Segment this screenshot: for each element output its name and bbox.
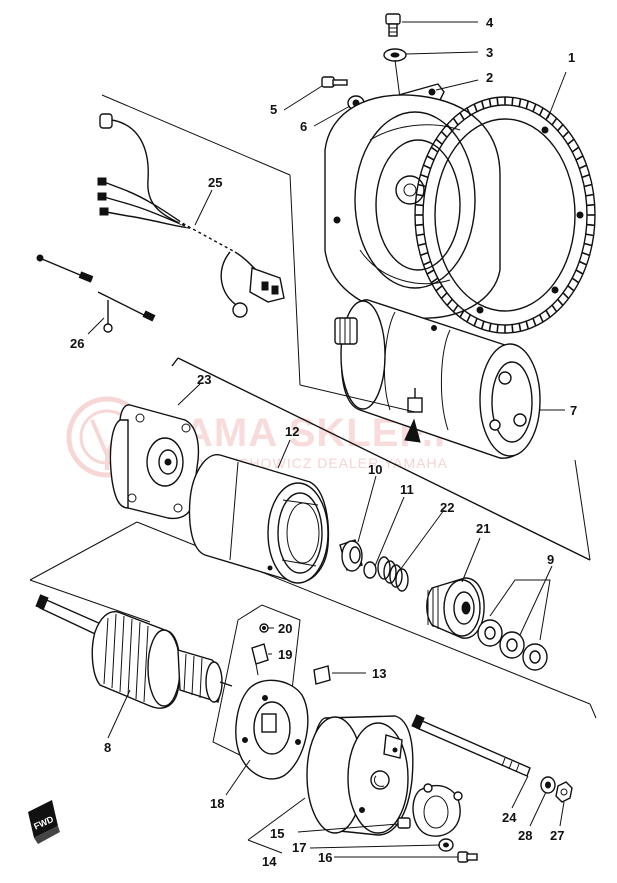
part-15-bolt[interactable] xyxy=(397,817,411,829)
leader-lines xyxy=(87,21,567,858)
callout-3[interactable]: 3 xyxy=(486,45,493,60)
part-14-end-cover-set[interactable] xyxy=(247,715,463,854)
callout-14[interactable]: 14 xyxy=(262,854,277,869)
callout-2[interactable]: 2 xyxy=(486,70,493,85)
callout-1[interactable]: 1 xyxy=(568,50,575,65)
callout-11[interactable]: 11 xyxy=(400,482,414,497)
part-12-yoke[interactable] xyxy=(188,454,330,584)
callout-7[interactable]: 7 xyxy=(570,403,577,418)
part-17-washer[interactable] xyxy=(438,838,454,852)
part-4-bolt[interactable] xyxy=(385,13,401,37)
ring-gear-teeth xyxy=(415,97,595,333)
part-24-through-bolt[interactable] xyxy=(411,714,531,777)
callout-17[interactable]: 17 xyxy=(292,840,306,855)
callout-27[interactable]: 27 xyxy=(550,828,564,843)
part-10-bushing[interactable] xyxy=(339,539,363,572)
part-18-brush-holder[interactable] xyxy=(212,604,309,780)
part-26-lead-wire[interactable] xyxy=(36,254,156,333)
callout-28[interactable]: 28 xyxy=(518,828,532,843)
part-22-spring[interactable] xyxy=(377,556,409,592)
fwd-badge: FWD xyxy=(28,800,60,844)
part-7-starter-motor[interactable] xyxy=(334,299,541,459)
callout-19[interactable]: 19 xyxy=(278,647,292,662)
part-23-front-cover[interactable] xyxy=(109,404,200,520)
callout-9[interactable]: 9 xyxy=(547,552,554,567)
part-11-clip[interactable] xyxy=(363,561,377,579)
callout-6[interactable]: 6 xyxy=(300,119,307,134)
callout-21[interactable]: 21 xyxy=(476,521,490,536)
callout-12[interactable]: 12 xyxy=(285,424,299,439)
part-27-nut[interactable] xyxy=(555,781,573,803)
callout-4[interactable]: 4 xyxy=(486,15,494,30)
part-20-screw[interactable] xyxy=(259,623,269,633)
callout-16[interactable]: 16 xyxy=(318,850,332,865)
callout-5[interactable]: 5 xyxy=(270,102,277,117)
callout-20[interactable]: 20 xyxy=(278,621,292,636)
part-21-pinion-drive[interactable] xyxy=(426,577,485,639)
part-13-brush[interactable] xyxy=(313,665,331,685)
callout-22[interactable]: 22 xyxy=(440,500,454,515)
callout-13[interactable]: 13 xyxy=(372,666,386,681)
callout-23[interactable]: 23 xyxy=(197,372,211,387)
part-1-flywheel-ring-gear[interactable] xyxy=(324,94,596,334)
part-8-armature[interactable] xyxy=(35,594,233,709)
callout-25[interactable]: 25 xyxy=(208,175,222,190)
part-16-bolt[interactable] xyxy=(457,851,478,863)
callout-8[interactable]: 8 xyxy=(104,740,111,755)
part-28-washer[interactable] xyxy=(540,776,556,794)
callout-26[interactable]: 26 xyxy=(70,336,84,351)
callout-24[interactable]: 24 xyxy=(502,810,517,825)
callout-15[interactable]: 15 xyxy=(270,826,284,841)
callout-10[interactable]: 10 xyxy=(368,462,382,477)
part-3-washer[interactable] xyxy=(383,48,407,62)
part-5-bolt[interactable] xyxy=(321,76,348,88)
callout-18[interactable]: 18 xyxy=(210,796,224,811)
part-25-wire-harness[interactable] xyxy=(97,113,285,318)
part-9-washer-set[interactable] xyxy=(477,579,551,671)
part-19-brush[interactable] xyxy=(251,643,269,676)
callout-numbers: 4 3 2 1 5 6 7 25 26 23 12 10 11 22 21 9 … xyxy=(70,15,577,869)
